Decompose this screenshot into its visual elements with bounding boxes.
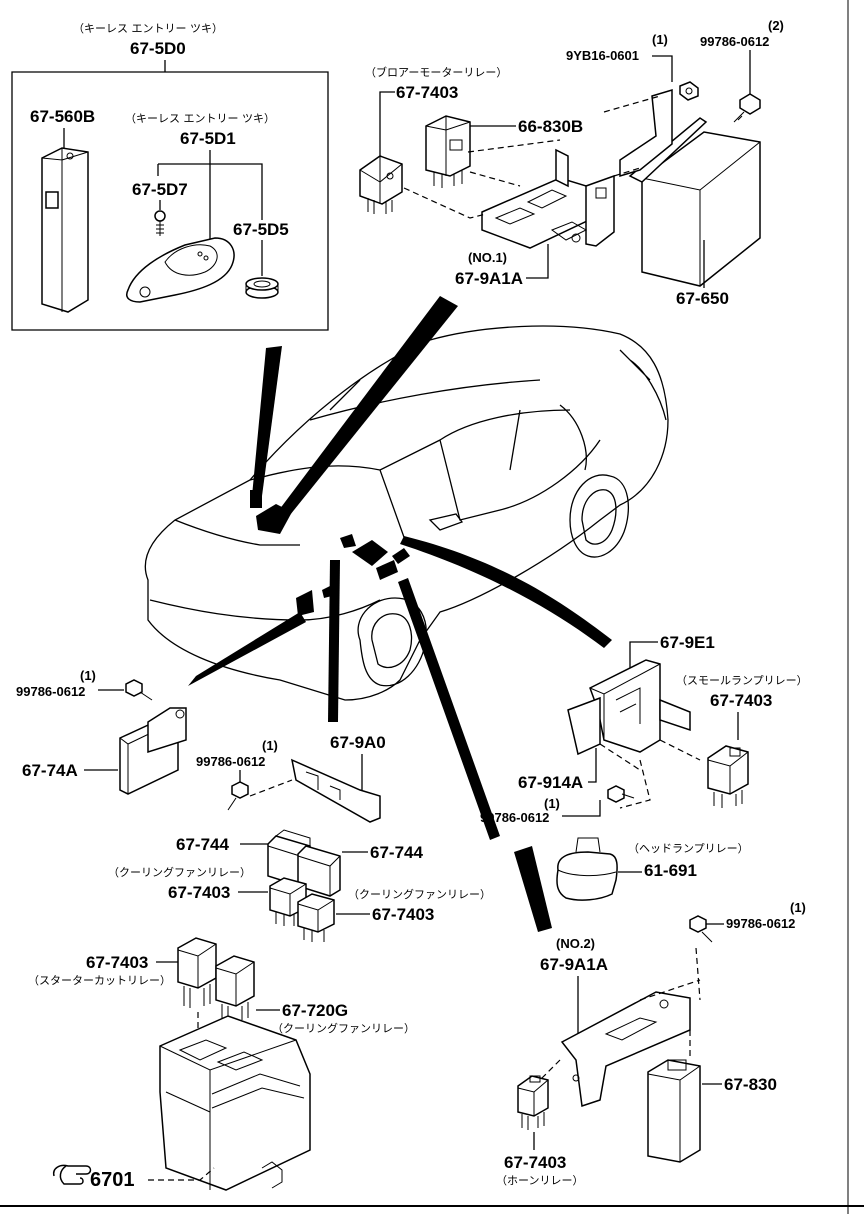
part-99786-0612-914[interactable]: 99786-0612	[480, 810, 549, 825]
part-67-560b[interactable]: 67-560B	[30, 107, 95, 126]
part-99786-0612-9a0[interactable]: 99786-0612	[196, 754, 265, 769]
blower-relay-group: （ブロアーモーターリレー） 67-7403 66-830B	[359, 18, 784, 308]
part-67-9a1a-no2[interactable]: 67-9A1A	[540, 955, 608, 974]
starter-cut-relay	[177, 937, 217, 1008]
headlamp-relay-label-jp: （ヘッドランプリレー）	[628, 842, 749, 855]
small-lamp-relay-label-jp: （スモールランプリレー）	[676, 674, 808, 687]
part-67-830[interactable]: 67-830	[724, 1075, 777, 1094]
bolt-icon	[125, 679, 153, 701]
module-74a-group: (1) 99786-0612 67-74A	[16, 668, 187, 795]
part-67-650[interactable]: 67-650	[676, 289, 729, 308]
keyless-receiver-unit	[41, 147, 89, 313]
vehicle-part-locations	[250, 490, 410, 616]
small-lamp-relay	[707, 745, 749, 808]
inset-title-jp: （キーレス エントリー ツキ）	[73, 22, 223, 35]
part-67-720g[interactable]: 67-720G	[282, 1001, 348, 1020]
part-67-7403-cool-1[interactable]: 67-7403	[168, 883, 230, 902]
part-ref-6701[interactable]: 6701	[90, 1169, 135, 1191]
relay-bracket-no1	[481, 148, 615, 249]
part-67-7403-cool-2[interactable]: 67-7403	[372, 905, 434, 924]
key-fob-transmitter	[126, 237, 235, 303]
relay-67-720g	[215, 955, 255, 1022]
part-67-7403-starter[interactable]: 67-7403	[86, 953, 148, 972]
module-67-650	[628, 117, 761, 287]
part-67-914a[interactable]: 67-914A	[518, 773, 583, 792]
bracket-9e1-group: 67-9E1 （スモールランプリレー） 67-7403 67-914A (1) …	[480, 633, 808, 901]
part-67-9e1[interactable]: 67-9E1	[660, 633, 715, 652]
nut-icon	[679, 81, 699, 101]
part-61-691[interactable]: 61-691	[644, 861, 697, 880]
bracket-9a0-group: 67-9A0 (1) 99786-0612 67-744 67-744 （クーリ…	[108, 733, 491, 942]
part-99786-0612-left[interactable]: 99786-0612	[16, 684, 85, 699]
vehicle-outline	[144, 325, 669, 701]
part-67-74a[interactable]: 67-74A	[22, 761, 78, 780]
leader-wedges	[188, 296, 612, 932]
part-67-744-right[interactable]: 67-744	[370, 843, 423, 862]
part-66-830b[interactable]: 66-830B	[518, 117, 583, 136]
relay-66-830b	[425, 115, 471, 188]
no2-label: (NO.2)	[556, 936, 595, 951]
part-67-9a1a-no1[interactable]: 67-9A1A	[455, 269, 523, 288]
part-67-7403-small[interactable]: 67-7403	[710, 691, 772, 710]
starter-cut-relay-label-jp: （スターターカットリレー）	[28, 974, 171, 987]
qty-1-914: (1)	[544, 796, 560, 811]
part-99786-0612-no2[interactable]: 99786-0612	[726, 916, 795, 931]
cooling-fan-relay-label-jp-1: （クーリングファンリレー）	[108, 865, 251, 879]
bolt-icon	[227, 781, 249, 811]
cooling-fan-relay-2	[297, 893, 335, 942]
bolt-icon	[607, 785, 635, 803]
coin-battery	[245, 277, 279, 299]
pointing-hand-icon	[52, 1164, 92, 1185]
main-relay-box-group: 67-7403 （スターターカットリレー） 67-720G （クーリングファンリ…	[28, 937, 415, 1191]
headlamp-relay	[556, 837, 618, 901]
part-9yb16-0601[interactable]: 9YB16-0601	[566, 48, 639, 63]
part-67-7403-blower[interactable]: 67-7403	[396, 83, 458, 102]
bolt-icon	[689, 915, 713, 943]
horn-relay	[517, 1075, 549, 1130]
part-67-5d5[interactable]: 67-5D5	[233, 220, 289, 239]
screw-icon	[154, 210, 166, 236]
blower-relay-label-jp: （ブロアーモーターリレー）	[365, 65, 507, 79]
part-67-7403-horn[interactable]: 67-7403	[504, 1153, 566, 1172]
qty-1-top: (1)	[652, 32, 668, 47]
bracket-no2-group: (1) 99786-0612 (NO.2) 67-9A1A 67-830	[496, 900, 806, 1187]
keyless-sub-title-jp: （キーレス エントリー ツキ）	[125, 112, 275, 125]
keyless-entry-inset: （キーレス エントリー ツキ） 67-5D0 67-560B （キーレス エント…	[11, 22, 329, 331]
no1-label: (NO.1)	[468, 250, 507, 265]
horn-relay-label-jp: （ホーンリレー）	[496, 1174, 583, 1187]
qty-1-left: (1)	[80, 668, 96, 683]
blower-relay	[359, 155, 403, 214]
part-67-5d0[interactable]: 67-5D0	[130, 39, 186, 58]
part-67-744-left[interactable]: 67-744	[176, 835, 229, 854]
cooling-fan-relay-label-jp-3: （クーリングファンリレー）	[272, 1021, 415, 1035]
part-99786-0612-top[interactable]: 99786-0612	[700, 34, 769, 49]
part-67-5d7[interactable]: 67-5D7	[132, 180, 188, 199]
qty-1-9a0: (1)	[262, 738, 278, 753]
part-67-9a0[interactable]: 67-9A0	[330, 733, 386, 752]
bolt-icon	[733, 93, 761, 123]
qty-1-no2: (1)	[790, 900, 806, 915]
cooling-fan-relay-label-jp-2: （クーリングファンリレー）	[348, 887, 491, 901]
module-67-830	[647, 1059, 701, 1163]
qty-2-top: (2)	[768, 18, 784, 33]
part-67-5d1[interactable]: 67-5D1	[180, 129, 236, 148]
